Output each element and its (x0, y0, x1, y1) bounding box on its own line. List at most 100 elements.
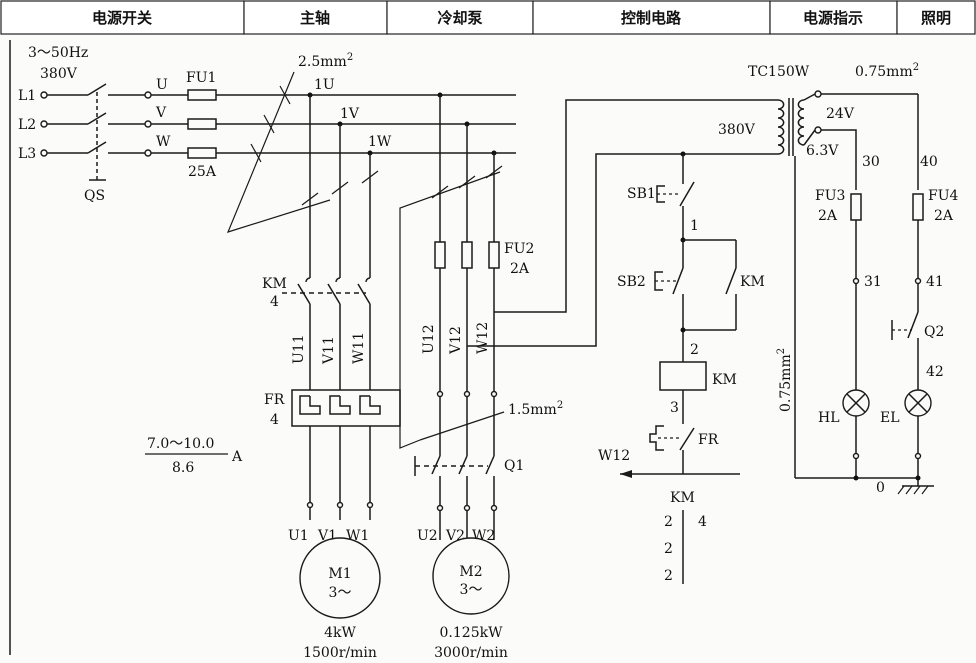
km-contact-blade-3 (357, 283, 371, 305)
terminal-U (144, 91, 152, 99)
fr-number: 4 (270, 412, 279, 428)
motor-m2 (432, 537, 510, 615)
km-table-right-1: 4 (698, 514, 707, 530)
fu4-label: FU4 (928, 188, 959, 204)
transformer-24v: 24V (826, 106, 855, 122)
node-41-label: 41 (926, 274, 944, 290)
wire-w11-label: W11 (351, 332, 367, 364)
node-2-label: 2 (690, 342, 699, 358)
fr-contact-blade (679, 427, 695, 451)
terminal-u2-label: U2 (417, 528, 438, 544)
spindle-branch: KM 4 U11 V11 W11 FR 4 7.0～10.0 8.6 A U1 … (145, 92, 401, 661)
line-L3-label: L3 (18, 146, 36, 162)
qs-blade-3 (87, 141, 107, 154)
ground-label: 0 (876, 480, 885, 496)
fr-element-1 (299, 395, 321, 415)
wire-u12-label: U12 (421, 324, 437, 354)
phase-V-label: V (155, 105, 167, 121)
km-table-title: KM (670, 490, 695, 506)
wire-size-callout (226, 71, 331, 233)
motor-m1-label: M1 (328, 566, 351, 582)
fr-contact-label: FR (698, 432, 719, 448)
fu2-fuse-v (461, 241, 473, 269)
bus-1U-label: 1U (314, 77, 335, 93)
wire-size-indicator: 0.75mm2 (776, 348, 794, 412)
tick-coolant-v (458, 175, 476, 189)
km-hold-label: KM (740, 274, 765, 290)
transformer-feed: TC150W 380V 24V 6.3V 0.75mm2 (467, 62, 919, 478)
header-cell-indicator (769, 0, 898, 35)
fr-element-3 (359, 395, 381, 415)
supply-voltage: 380V (40, 66, 78, 82)
terminal-hl-bottom (852, 452, 860, 460)
header-lighting: 照明 (921, 9, 951, 27)
sb2-label: SB2 (617, 274, 646, 290)
km-table-left-3: 2 (664, 568, 673, 584)
node-30-label: 30 (862, 154, 880, 170)
header-cell-spindle (243, 0, 388, 35)
bus-1W-label: 1W (368, 134, 392, 150)
terminal-v1 (336, 501, 344, 509)
junction-ground-el (915, 475, 921, 481)
terminal-el-bottom (914, 452, 922, 460)
motor-m1-phase: 3～ (329, 585, 352, 601)
wire-6v-bus (821, 129, 857, 190)
sb1-blade (679, 181, 695, 207)
fr-label: FR (264, 392, 285, 408)
return-wire-label: W12 (598, 448, 630, 464)
fr-current-range: 7.0～10.0 (147, 436, 214, 452)
phase-U-label: U (156, 77, 168, 93)
fu1-label: FU1 (186, 70, 216, 86)
wire-feed-w (467, 153, 778, 347)
km-hold-blade (725, 267, 737, 295)
motor-m1-speed: 1500r/min (303, 645, 377, 661)
ground-hatch-3 (913, 485, 921, 495)
motor-m2-phase: 3～ (460, 582, 483, 598)
ground-hatch-2 (905, 485, 913, 495)
header-cell-lighting (896, 0, 976, 35)
terminal-u1 (306, 501, 314, 509)
km-coil (659, 361, 707, 391)
header-control: 控制电路 (621, 9, 682, 27)
terminal-coolant-w (490, 390, 498, 398)
fu3-fuse (850, 193, 862, 221)
sb2-blade (672, 267, 684, 295)
motor-m1-power: 4kW (324, 625, 356, 641)
fu2-rating: 2A (510, 261, 530, 277)
header-cell-coolant (386, 0, 534, 35)
wire-size-lighting: 0.75mm2 (855, 62, 919, 80)
motor-m2-label: M2 (459, 564, 482, 580)
wire-sec-top (803, 93, 816, 101)
transformer-primary-voltage: 380V (718, 122, 756, 138)
terminal-u1-label: U1 (288, 528, 309, 544)
motor-m2-speed: 3000r/min (434, 645, 508, 661)
terminal-31 (852, 277, 860, 285)
qs-blade-1 (87, 83, 107, 96)
node-31-label: 31 (864, 274, 882, 290)
indicator-circuit: 30 FU3 2A 31 HL 0.75mm2 (776, 154, 882, 478)
wire-feed-v (494, 99, 778, 313)
km-table-left-2: 2 (664, 541, 673, 557)
header-indicator: 电源指示 (803, 9, 863, 27)
header-spindle: 主轴 (300, 9, 330, 27)
wire-w12-label: W12 (475, 322, 491, 354)
ground-hatch-1 (897, 485, 905, 495)
q1-blade-1 (431, 455, 441, 475)
terminal-coolant-v (463, 390, 471, 398)
fu3-rating: 2A (818, 208, 838, 224)
fu1-fuse-u (187, 89, 217, 101)
fu1-fuse-v (187, 118, 217, 130)
lamp-el-label: EL (880, 410, 900, 426)
tick-coolant-w (485, 165, 503, 179)
km-table-left-1: 2 (664, 514, 673, 530)
transformer-secondary-coil (797, 99, 805, 146)
wire-size-main: 2.5mm2 (298, 52, 353, 70)
transformer-name: TC150W (748, 64, 810, 80)
motor-m1 (299, 537, 381, 619)
terminal-v2 (463, 504, 471, 512)
transformer-primary-coil (777, 99, 785, 155)
q1-label: Q1 (504, 458, 524, 474)
control-circuit: SB1 1 KM SB2 2 KM 3 FR W12 KM (598, 151, 765, 584)
node-40-label: 40 (920, 154, 938, 170)
junction-node-2 (680, 327, 686, 333)
